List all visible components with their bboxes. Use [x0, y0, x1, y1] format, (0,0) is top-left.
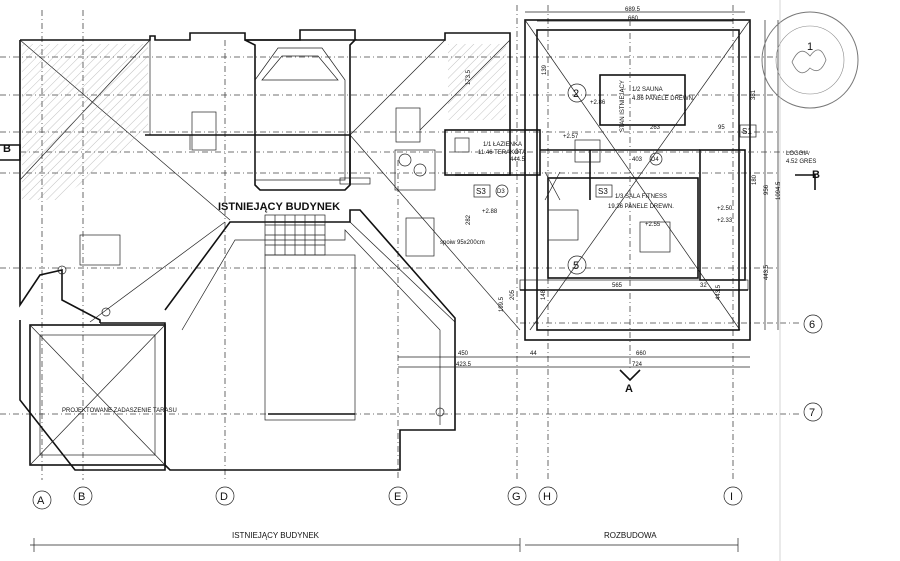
dim-top-1: 689.5	[625, 7, 641, 13]
sauna-area: 4.86 PANELE DREWN.	[632, 96, 695, 102]
level-4: +2.50	[717, 206, 733, 212]
loggia-area: 4.52 GRES	[786, 159, 816, 165]
marker-s3-a: S3	[476, 187, 486, 196]
dim-199: 199.5	[499, 296, 505, 312]
level-3: +2.55	[645, 222, 661, 228]
sopfa-note: spoiw 95x200cm	[440, 240, 485, 246]
section-a: A	[625, 383, 633, 395]
official-stamp	[761, 0, 859, 561]
terrace-note: PROJEKTOWANE ZADASZENIE TARASU	[62, 408, 177, 414]
marker-6: 6	[809, 319, 815, 331]
marker-7: 7	[809, 407, 815, 419]
dim-139: 139	[542, 64, 548, 75]
fitness-label: 1/3 SALA FITNESS	[615, 194, 667, 200]
marker-1: 1	[807, 41, 813, 53]
axis-i-label: I	[730, 491, 733, 503]
extension	[398, 19, 751, 341]
dim-956: 956	[764, 184, 770, 195]
level-marks: +2.86 +2.88 +2.55 +2.50 +2.33 +2.57	[482, 100, 733, 228]
dim-724: 724	[632, 362, 643, 368]
existing-roof	[19, 29, 521, 331]
dim-173: 173.5	[466, 69, 472, 85]
level-6: +2.57	[563, 134, 579, 140]
dim-32: 32	[700, 283, 707, 289]
dimension-texts: 689.5 660 450 423.5 44 660 724 565 1094.…	[456, 7, 782, 368]
level-2: +2.88	[482, 209, 498, 215]
section-b-right: B	[812, 169, 820, 181]
dim-381: 381	[751, 89, 757, 100]
bathroom-area: 11.46 TERAKOTA	[478, 150, 526, 156]
dim-205: 205	[510, 289, 516, 300]
existing-building-label: ISTNIEJĄCY BUDYNEK	[218, 201, 340, 213]
section-lines	[0, 20, 816, 382]
marker-2: 2	[573, 88, 579, 100]
dim-443: 443.5	[764, 264, 770, 280]
fitness-area: 19.36 PANELE DREWN.	[608, 204, 674, 210]
dim-450: 450	[458, 351, 469, 357]
axis-number-markers: 2 5 6 7 1	[567, 41, 823, 422]
existing-building-body	[19, 134, 456, 471]
marker-s3-b: S3	[598, 187, 608, 196]
axis-e-label: E	[394, 491, 401, 503]
loggia-label: LOGGIA	[786, 151, 809, 157]
dim-180: 180	[752, 174, 758, 185]
axis-h-label: H	[543, 491, 551, 503]
axis-a-label: A	[37, 495, 45, 507]
level-5: +2.33	[717, 218, 733, 224]
axis-g-label: G	[512, 491, 521, 503]
axis-d-label: D	[220, 491, 228, 503]
dimension-lines	[30, 11, 779, 552]
dim-1094: 1094.5	[776, 181, 782, 200]
sauna-label: 1/2 SAUNA	[632, 87, 663, 93]
dim-263: 263	[650, 125, 661, 131]
existing-building-bottom-label: ISTNIEJĄCY BUDYNEK	[232, 531, 320, 540]
dim-95: 95	[718, 125, 725, 131]
stair-grid	[265, 215, 325, 255]
marker-5: 5	[573, 260, 579, 272]
dim-top-2: 660	[628, 16, 639, 22]
marker-d4: D4	[651, 157, 659, 163]
dim-282: 282	[466, 214, 472, 225]
axis-letter-markers: A B D E G H I	[32, 486, 743, 510]
marker-s1: S1	[742, 127, 752, 136]
section-b-left: B	[3, 143, 11, 155]
dim-444: 444.5	[510, 157, 526, 163]
bathroom-label: 1/1 ŁAZIENKA	[483, 142, 522, 148]
dim-423: 423.5	[456, 362, 472, 368]
stan-note: STAN ISTNIEJĄCY	[620, 80, 626, 132]
dim-660b: 660	[636, 351, 647, 357]
dim-443b: 443.5	[716, 284, 722, 300]
axis-b-label: B	[78, 491, 85, 503]
extension-bottom-label: ROZBUDOWA	[604, 531, 657, 540]
dim-44: 44	[530, 351, 537, 357]
dim-148: 148	[541, 289, 547, 300]
dim-565: 565	[612, 283, 623, 289]
room-markers: S1 S3 S3 D3 D4 B B A	[3, 124, 820, 395]
marker-d3: D3	[497, 189, 505, 195]
level-1: +2.86	[590, 100, 606, 106]
dim-403: 403	[632, 157, 643, 163]
